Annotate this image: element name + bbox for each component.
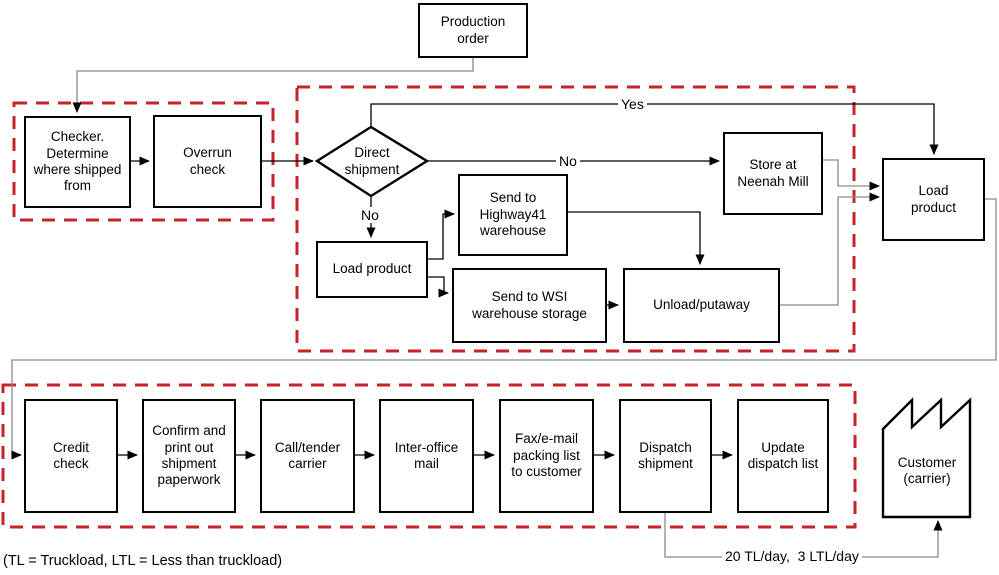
group-boundary-dispatch-process — [1, 383, 857, 529]
edge-production-to-checker — [72, 57, 474, 113]
edge-highway41-to-unload — [568, 211, 705, 265]
edge-diamond-yes-to-load-product — [370, 103, 939, 155]
node-load-product-mid: Load product — [316, 241, 428, 298]
node-store-neenah: Store at Neenah Mill — [723, 132, 823, 215]
node-load-product-right: Load product — [882, 158, 985, 241]
node-confirm-paperwork: Confirm and print out shipment paperwork — [142, 399, 236, 513]
decision-diamond-shape — [314, 125, 430, 198]
node-checker: Checker. Determine where shipped from — [24, 116, 131, 208]
edge-label-yes: Yes — [618, 96, 647, 112]
group-boundary-shipment-decision — [295, 85, 856, 353]
legend-note: (TL = Truckload, LTL = Less than trucklo… — [3, 553, 283, 569]
node-dispatch-shipment: Dispatch shipment — [619, 399, 712, 513]
node-call-tender-carrier: Call/tender carrier — [260, 399, 355, 513]
edge-label-no-to-store: No — [556, 153, 580, 169]
node-update-dispatch-list: Update dispatch list — [737, 399, 829, 513]
edge-store-to-load-product — [823, 159, 880, 191]
node-overrun-check: Overrun check — [153, 115, 262, 208]
node-credit-check: Credit check — [24, 399, 118, 513]
edge-loadmid-to-highway41 — [428, 209, 455, 260]
node-production-order: Production order — [418, 3, 528, 58]
factory-icon — [881, 397, 972, 519]
node-send-wsi: Send to WSI warehouse storage — [452, 268, 607, 343]
edge-load-product-to-credit-check — [11, 198, 997, 460]
node-unload-putaway: Unload/putaway — [623, 268, 780, 343]
node-inter-office-mail: Inter-office mail — [379, 399, 474, 513]
edge-loadmid-to-wsi — [428, 276, 449, 298]
edge-label-shipping-rate: 20 TL/day, 3 LTL/day — [722, 548, 862, 564]
edge-label-no-to-load: No — [358, 207, 382, 223]
node-send-highway41: Send to Highway41 warehouse — [458, 174, 568, 256]
node-fax-email-packing-list: Fax/e-mail packing list to customer — [499, 399, 594, 513]
edge-unload-to-load-product — [780, 192, 880, 306]
